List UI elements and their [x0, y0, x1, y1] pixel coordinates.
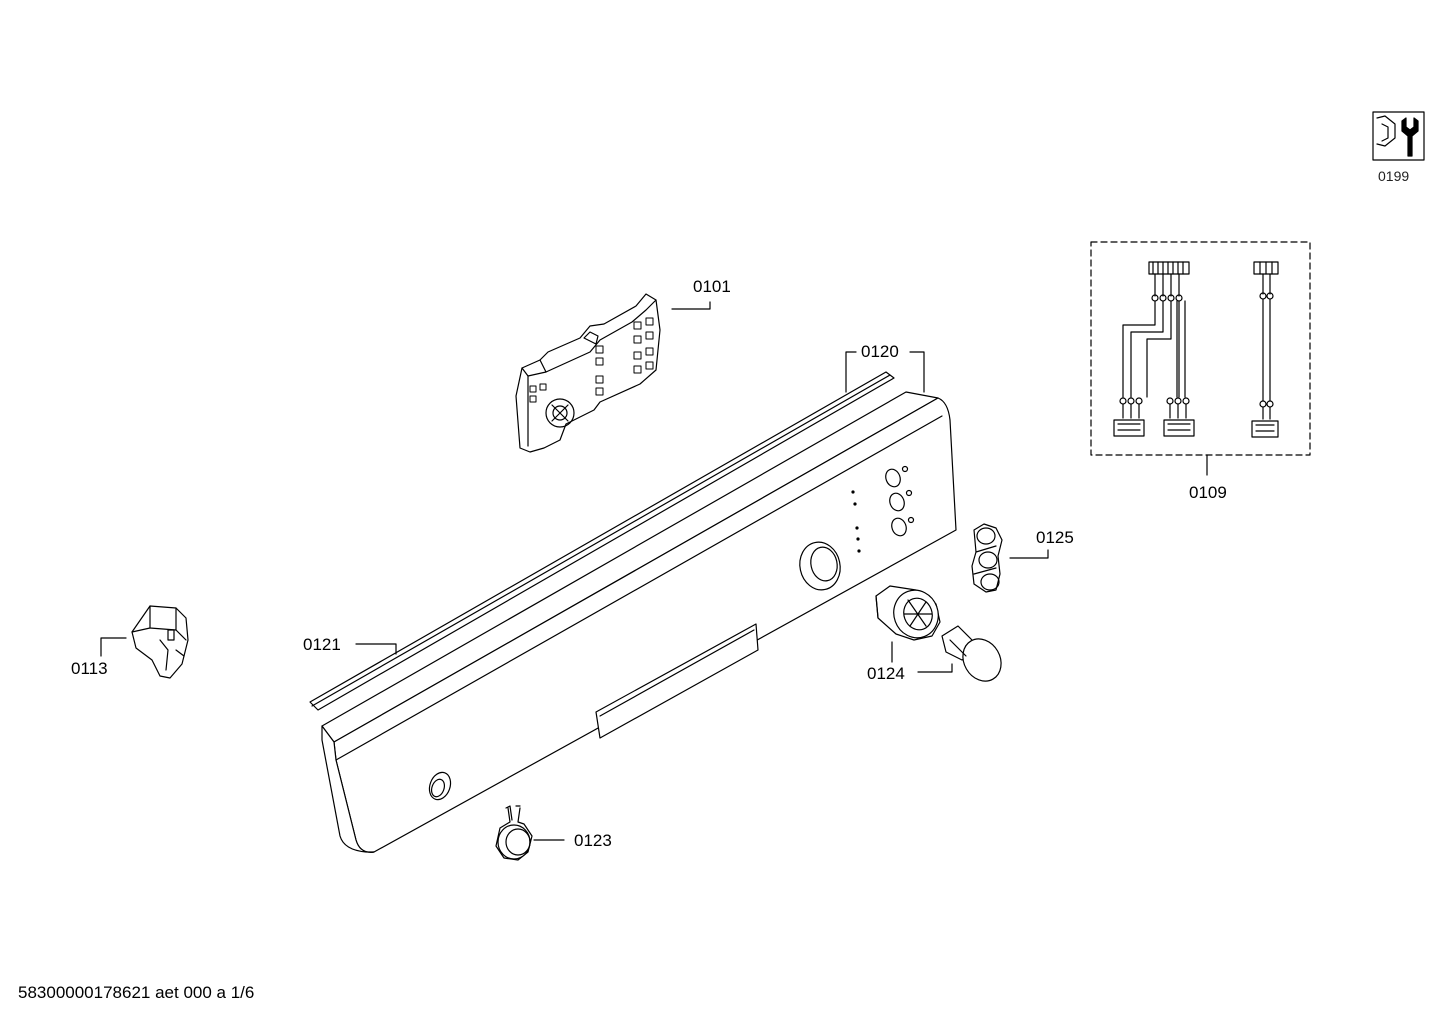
part-0125-button-cluster: [971, 523, 1003, 593]
leader-0101: [671, 301, 711, 310]
wrench-nut-icon: [1372, 111, 1425, 161]
label-0123: 0123: [574, 831, 612, 850]
label-0120: 0120: [861, 342, 899, 361]
part-0124-plunger: [941, 625, 1002, 682]
label-0113: 0113: [71, 659, 108, 678]
leader-0125: [1009, 549, 1049, 559]
part-0109-wiring-harness: [1090, 241, 1311, 456]
part-0121-trim-strip: [309, 371, 895, 711]
label-0124: 0124: [867, 664, 905, 683]
part-0120-control-panel: [321, 391, 957, 853]
leader-0121: [355, 643, 397, 655]
part-0123-power-knob: [495, 805, 533, 861]
document-footer: 58300000178621 aet 000 a 1/6: [18, 983, 255, 1002]
label-0121: 0121: [303, 635, 341, 654]
label-0199: 0199: [1378, 168, 1410, 184]
label-0125: 0125: [1036, 528, 1074, 547]
label-0101: 0101: [693, 277, 731, 296]
part-0124-knob: [875, 585, 941, 641]
label-0109: 0109: [1189, 483, 1227, 502]
leader-0113: [100, 637, 127, 657]
part-0113-clip: [131, 605, 189, 679]
leader-0124: [891, 641, 953, 673]
leader-0120: [845, 351, 925, 393]
part-0101-control-module: [515, 293, 661, 453]
